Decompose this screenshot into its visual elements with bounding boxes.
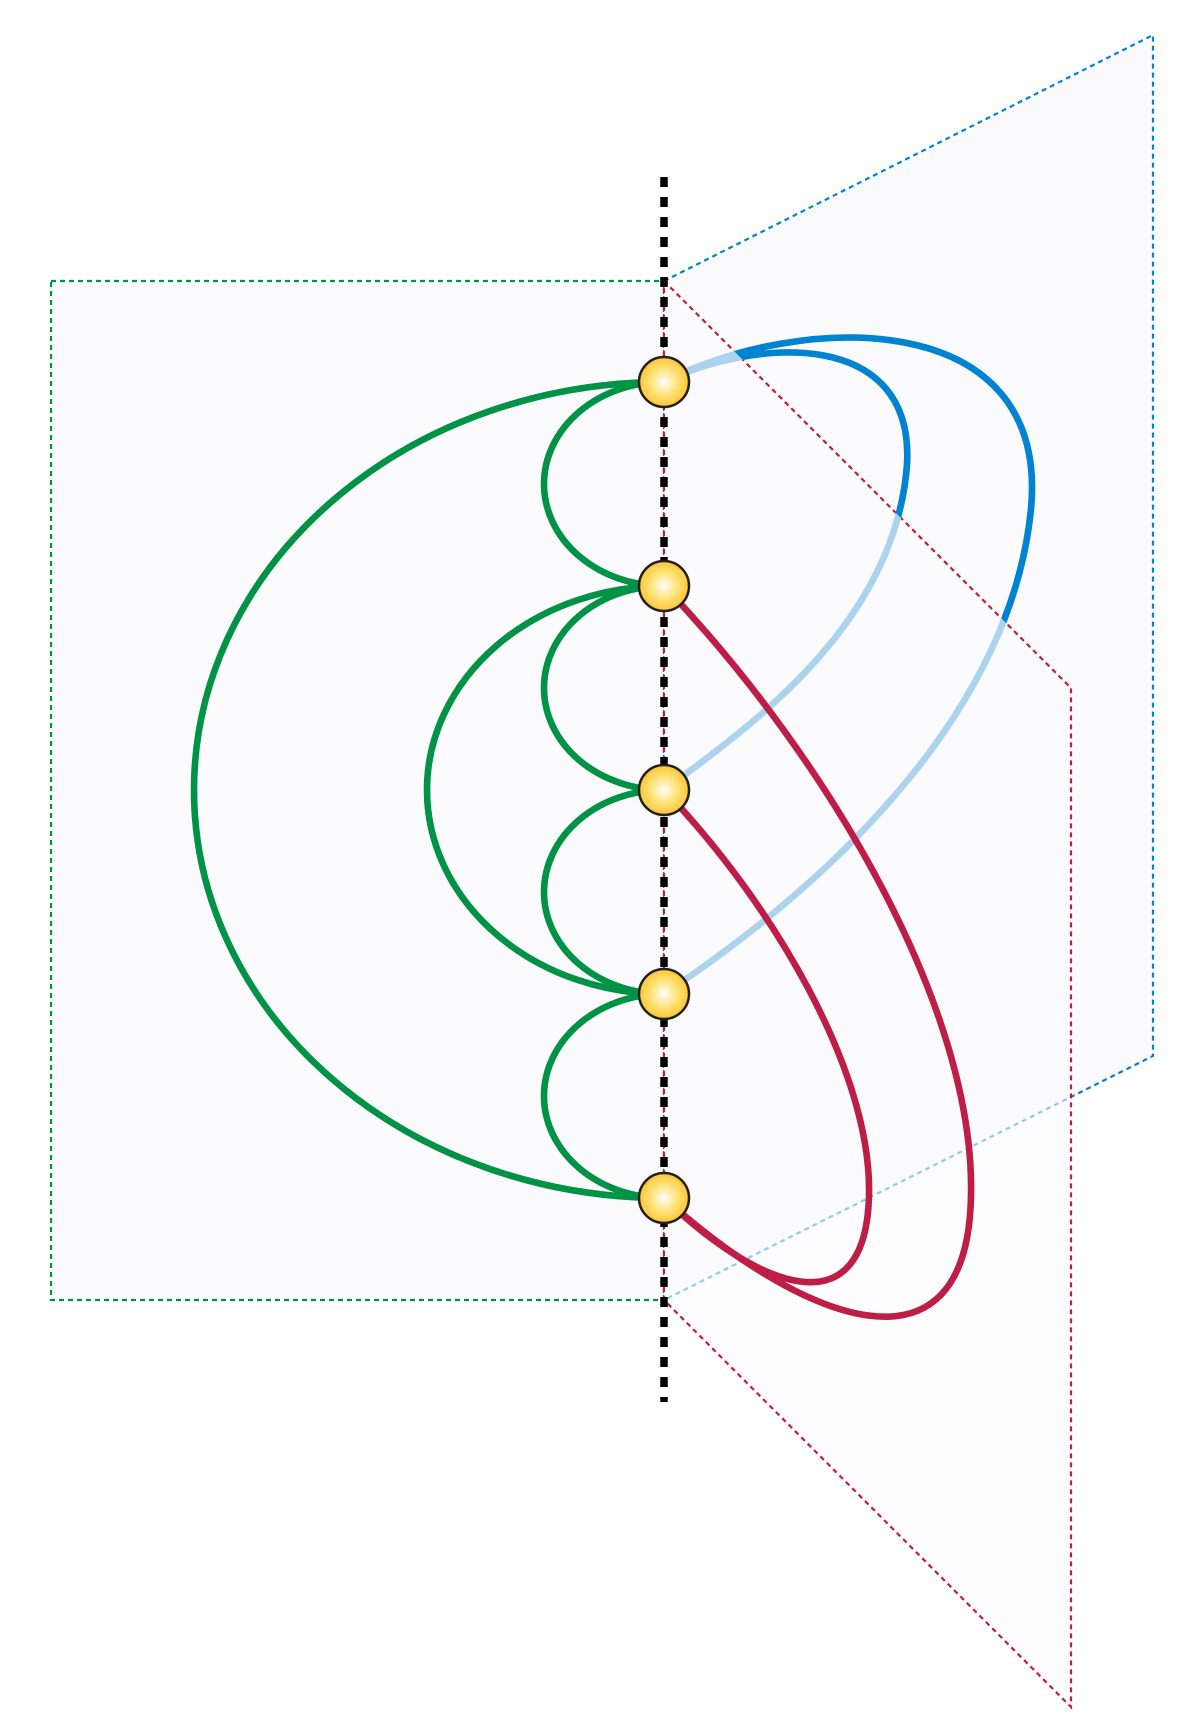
edge-1-4 bbox=[664, 334, 1036, 817]
vertex-4 bbox=[637, 967, 691, 1021]
page-red-plane bbox=[662, 278, 1073, 1710]
vertex-5 bbox=[637, 1171, 691, 1225]
edge-2-3 bbox=[540, 582, 668, 794]
vertex-2 bbox=[637, 559, 691, 613]
edge-4-5 bbox=[540, 990, 668, 1202]
vertex-1 bbox=[637, 355, 691, 409]
edge-1-5 bbox=[190, 378, 668, 1202]
edge-2-4 bbox=[423, 582, 668, 998]
edge-2-5 bbox=[660, 582, 975, 1320]
page-green-plane bbox=[49, 279, 666, 1302]
edge-3-5 bbox=[660, 786, 873, 1286]
vertex-3 bbox=[637, 763, 691, 817]
edge-1-2 bbox=[540, 378, 668, 590]
edge-3-4 bbox=[540, 786, 668, 998]
